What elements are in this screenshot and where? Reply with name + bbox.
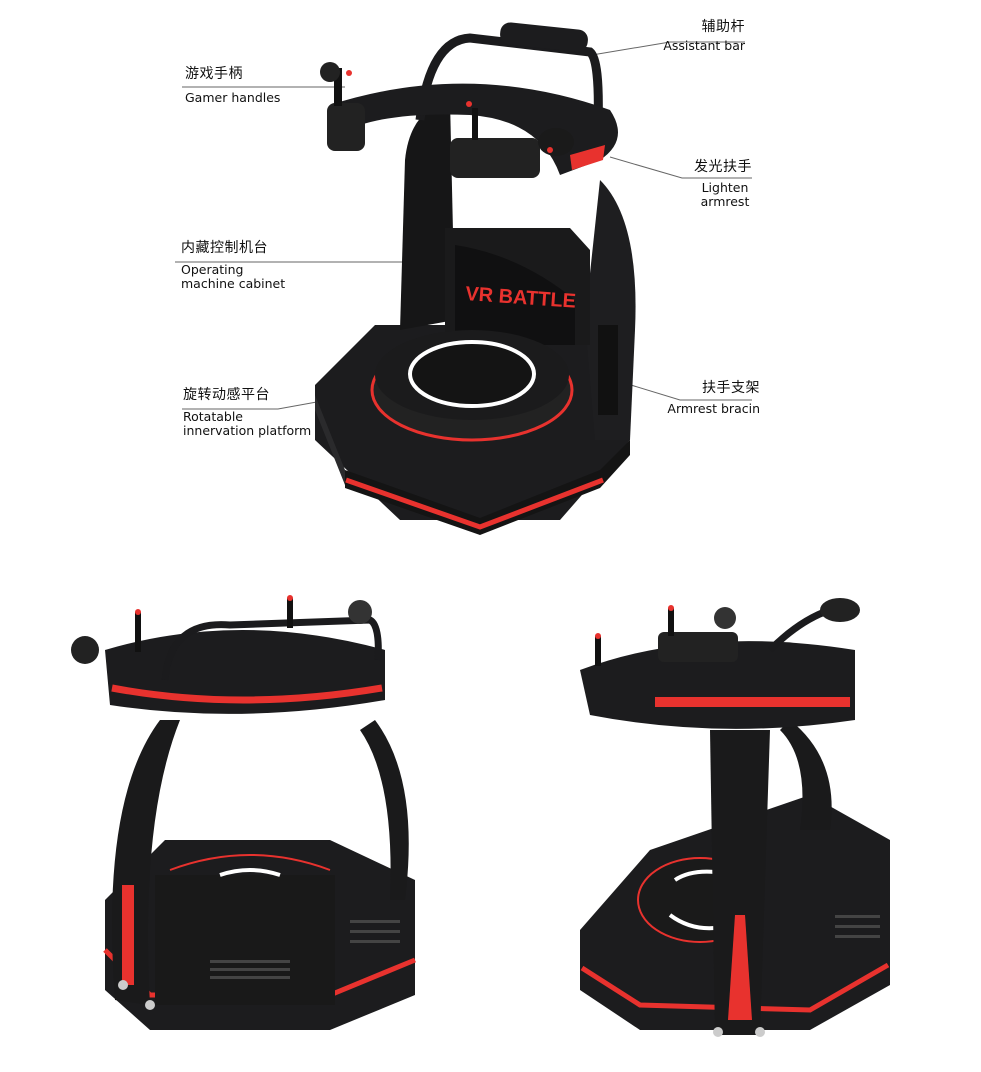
callout-cn: 发光扶手: [694, 159, 752, 175]
callout-lighten-armrest: 发光扶手 Lighten armrest: [660, 160, 752, 209]
callout-cn: 内藏控制机台: [181, 240, 268, 256]
leader-lighten-armrest: [609, 156, 752, 179]
callout-platform: 旋转动感平台 Rotatable innervation platform: [183, 388, 318, 438]
callout-cn: 旋转动感平台: [183, 387, 270, 403]
callout-assistant-bar: 辅助杆 Assistant bar: [640, 20, 745, 53]
callout-armrest-bracing: 扶手支架 Armrest bracin: [650, 381, 760, 416]
callout-en: Rotatable innervation platform: [183, 409, 312, 438]
callout-en: Assistant bar: [663, 38, 745, 53]
leader-lines: [175, 41, 752, 410]
leader-assistant-bar: [591, 41, 745, 56]
callout-en: Lighten armrest: [700, 180, 750, 209]
callout-cn: 辅助杆: [701, 19, 745, 35]
vent-grille: [210, 920, 400, 979]
callout-en: Operating machine cabinet: [181, 262, 286, 291]
front-right-product-view: [580, 598, 890, 1037]
callout-cabinet: 内藏控制机台 Operating machine cabinet: [181, 241, 301, 291]
callout-cn: 游戏手柄: [185, 66, 243, 82]
callout-en: Armrest bracin: [667, 401, 760, 416]
callout-en: Gamer handles: [185, 90, 281, 105]
main-product-view: VR BATTLE: [315, 22, 636, 535]
callout-gamer-handles: 游戏手柄 Gamer handles: [185, 67, 280, 105]
callout-cn: 扶手支架: [702, 380, 760, 396]
back-left-product-view: [71, 595, 416, 1030]
